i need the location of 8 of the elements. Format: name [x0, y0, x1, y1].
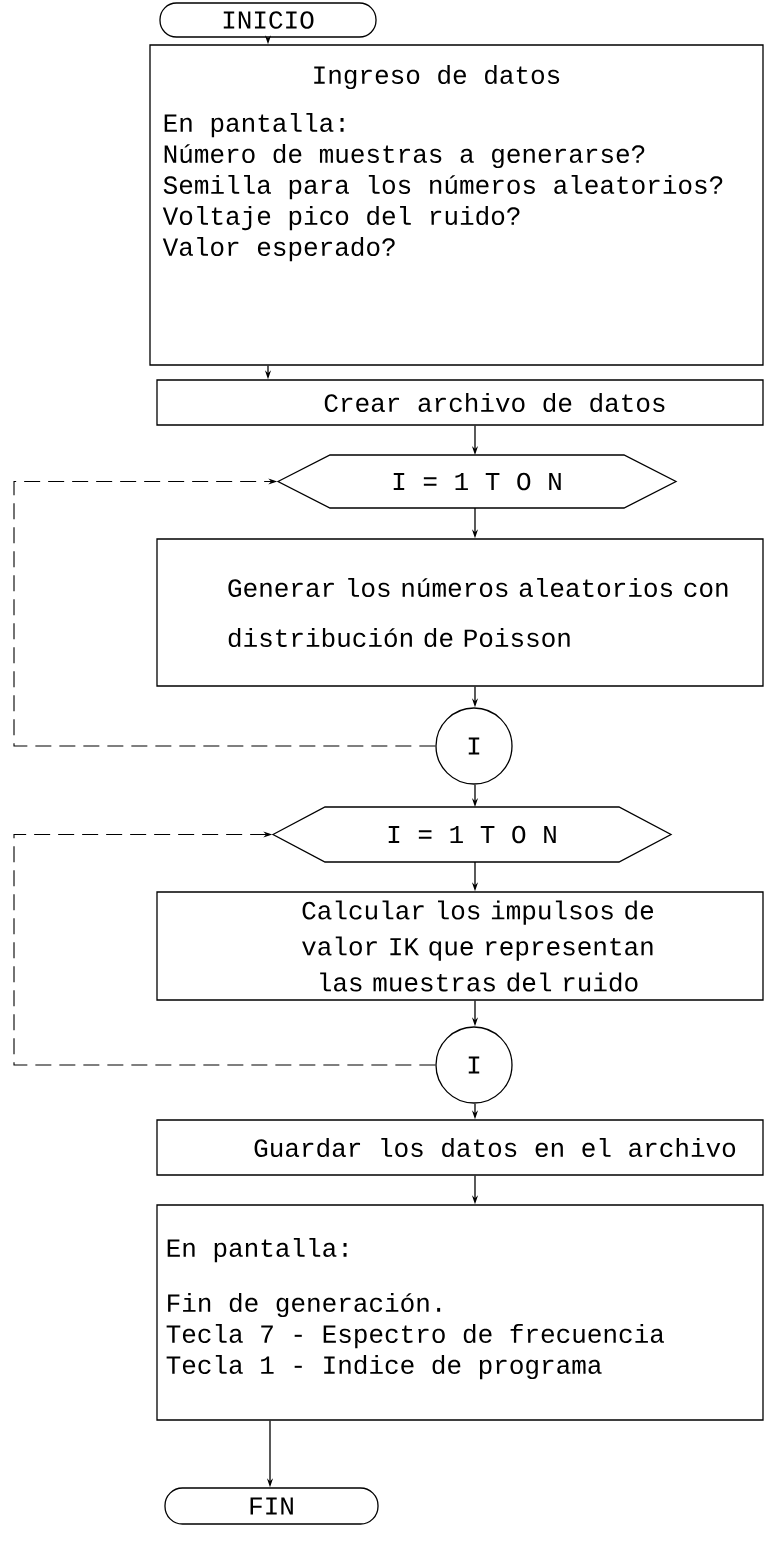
- arrow: [13, 478, 436, 747]
- process-box: Ingreso de datos En pantalla: Número de muestras a generarse? Semilla para los números aleatorios? Voltaje pico del ruido? Valor esperado?: [149, 44, 764, 366]
- process-box: Guardar los datos en el archivo: [156, 1119, 764, 1176]
- process-box: Generar los números aleatorios con distribución de Poisson: [156, 538, 764, 687]
- process-box: Calcular los impulsos de valor IK que representan las muestras del ruido: [156, 891, 764, 1001]
- process-box: En pantalla: Fin de generación. Tecla 7 - Espectro de frecuencia Tecla 1 - Indice de programa: [156, 1204, 764, 1421]
- arrow: [13, 831, 436, 1066]
- process-box: Crear archivo de datos: [156, 379, 764, 426]
